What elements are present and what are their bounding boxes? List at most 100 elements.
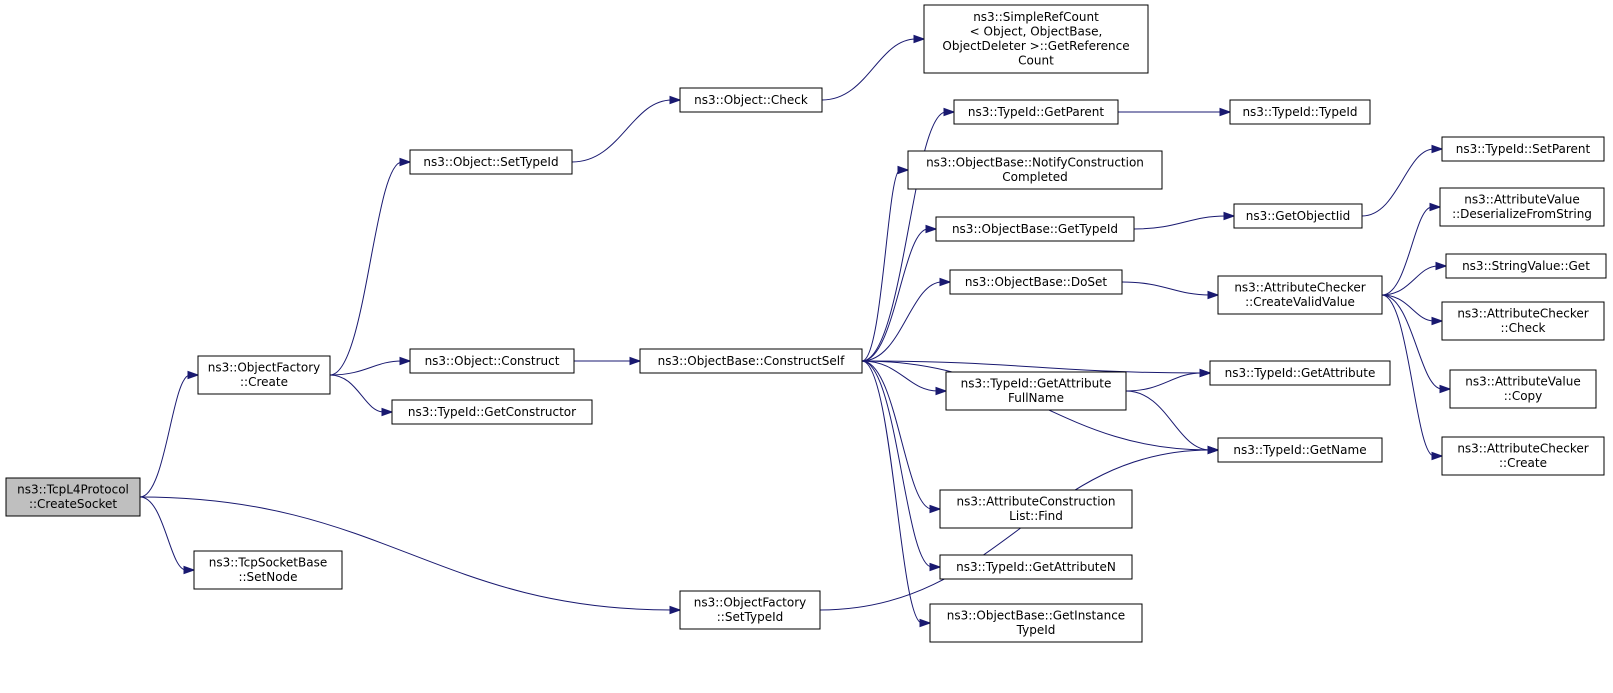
node-ob-doset[interactable]: ns3::ObjectBase::DoSet [949, 269, 1123, 295]
node-label-line: ns3::ObjectBase::NotifyConstruction [926, 156, 1144, 170]
node-label-line: FullName [1008, 391, 1064, 405]
node-box [923, 4, 1149, 74]
node-tid-typeid[interactable]: ns3::TypeId::TypeId [1229, 99, 1371, 125]
node-label-line: ObjectDeleter >::GetReference [942, 39, 1129, 53]
node-srefcount[interactable]: ns3::SimpleRefCount< Object, ObjectBase,… [923, 4, 1149, 74]
node-box [1229, 99, 1371, 125]
node-box [409, 348, 575, 374]
node-box [391, 399, 593, 425]
edge-ob-constructself-to-tid-getattrn [861, 360, 942, 572]
node-box [1217, 275, 1383, 315]
edge-line [1133, 215, 1227, 230]
node-label-line: < Object, ObjectBase, [970, 25, 1103, 39]
node-label-line: ::CreateSocket [29, 497, 117, 511]
node-box [1439, 187, 1605, 227]
edge-tid-getparent-to-tid-typeid [1118, 107, 1232, 117]
edge-line [861, 111, 947, 362]
node-box [907, 150, 1163, 190]
arrowhead [1431, 144, 1444, 154]
edge-ob-constructself-to-ob-doset [861, 277, 952, 362]
node-label-line: ::Create [1499, 456, 1547, 470]
arrowhead [1219, 107, 1232, 117]
edge-ac-createvalid-to-ac-create [1381, 294, 1444, 461]
edge-line [329, 374, 385, 413]
node-ac-create[interactable]: ns3::AttributeChecker::Create [1441, 436, 1605, 476]
node-tid-getattrn[interactable]: ns3::TypeId::GetAttributeN [939, 554, 1133, 580]
node-ob-gettypeid[interactable]: ns3::ObjectBase::GetTypeId [935, 216, 1135, 242]
edge-of-create-to-obj-construct [329, 356, 412, 376]
node-getobjectiid[interactable]: ns3::GetObjectIid [1233, 203, 1363, 229]
node-tid-setparent[interactable]: ns3::TypeId::SetParent [1441, 136, 1605, 162]
node-box [1449, 369, 1597, 409]
arrowhead [1431, 451, 1444, 461]
node-box [945, 371, 1127, 411]
edge-line [1361, 148, 1435, 217]
node-box [1445, 253, 1607, 279]
node-box [949, 269, 1123, 295]
node-tid-getparent[interactable]: ns3::TypeId::GetParent [953, 99, 1119, 125]
node-tid-getname[interactable]: ns3::TypeId::GetName [1217, 437, 1383, 463]
node-tsb-setnode[interactable]: ns3::TcpSocketBase::SetNode [193, 550, 343, 590]
node-obj-construct[interactable]: ns3::Object::Construct [409, 348, 575, 374]
edge-line [861, 169, 901, 362]
node-label-line: ns3::Object::Check [694, 93, 808, 107]
node-label-line: ns3::TypeId::GetAttribute [961, 377, 1112, 391]
node-ac-check[interactable]: ns3::AttributeChecker::Check [1441, 301, 1605, 341]
arrowhead [1431, 316, 1444, 326]
node-label-line: ns3::ObjectBase::GetTypeId [952, 222, 1118, 236]
node-box [1441, 301, 1605, 341]
edge-of-create-to-obj-settypeid [329, 157, 412, 376]
node-of-settypeid[interactable]: ns3::ObjectFactory::SetTypeId [679, 590, 821, 630]
node-label-line: ns3::GetObjectIid [1246, 209, 1351, 223]
node-root[interactable]: ns3::TcpL4Protocol::CreateSocket [5, 477, 141, 517]
edge-line [1381, 206, 1433, 296]
node-av-deserialize[interactable]: ns3::AttributeValue::DeserializeFromStri… [1439, 187, 1605, 227]
node-tid-getconstructor[interactable]: ns3::TypeId::GetConstructor [391, 399, 593, 425]
node-label-line: ns3::ObjectBase::GetInstance [947, 609, 1125, 623]
edge-ob-constructself-to-acl-find [861, 360, 942, 514]
arrowhead [913, 34, 926, 44]
edge-line [139, 496, 673, 611]
node-label-line: ::Check [1501, 321, 1546, 335]
node-box [1217, 437, 1383, 463]
node-sv-get[interactable]: ns3::StringValue::Get [1445, 253, 1607, 279]
arrowhead [1435, 261, 1448, 271]
node-obj-check[interactable]: ns3::Object::Check [679, 87, 823, 113]
edge-line [1121, 281, 1211, 296]
arrowhead [669, 95, 682, 105]
node-tid-getattribute[interactable]: ns3::TypeId::GetAttribute [1209, 360, 1391, 386]
edge-line [821, 38, 917, 101]
edge-ob-constructself-to-tid-getparent [861, 107, 956, 362]
edge-line [1381, 265, 1439, 296]
node-of-create[interactable]: ns3::ObjectFactory::Create [197, 355, 331, 395]
arrowhead [1207, 445, 1220, 455]
arrowhead [1199, 368, 1212, 378]
node-box [409, 149, 573, 175]
edge-root-to-of-settypeid [139, 496, 682, 615]
node-label-line: ns3::SimpleRefCount [973, 10, 1099, 24]
edge-obj-construct-to-ob-constructself [574, 356, 642, 366]
node-label-line: ::CreateValidValue [1245, 295, 1355, 309]
edge-ob-doset-to-ac-createvalid [1121, 281, 1220, 300]
edge-obj-settypeid-to-obj-check [571, 95, 682, 163]
edge-line [861, 360, 923, 624]
node-av-copy[interactable]: ns3::AttributeValue::Copy [1449, 369, 1597, 409]
edge-ac-createvalid-to-ac-check [1381, 294, 1444, 326]
node-ob-constructself[interactable]: ns3::ObjectBase::ConstructSelf [639, 348, 863, 374]
node-label-line: ns3::AttributeChecker [1457, 442, 1588, 456]
node-box [953, 99, 1119, 125]
node-label-line: ns3::StringValue::Get [1462, 259, 1590, 273]
node-ac-createvalid[interactable]: ns3::AttributeChecker::CreateValidValue [1217, 275, 1383, 315]
arrowhead [381, 407, 394, 417]
arrowhead [919, 618, 932, 628]
node-ob-notify[interactable]: ns3::ObjectBase::NotifyConstructionCompl… [907, 150, 1163, 190]
node-label-line: Count [1018, 54, 1054, 68]
arrowhead [935, 386, 948, 396]
node-obj-settypeid[interactable]: ns3::Object::SetTypeId [409, 149, 573, 175]
edge-line [861, 360, 939, 392]
edge-ob-gettypeid-to-getobjectiid [1133, 211, 1236, 230]
